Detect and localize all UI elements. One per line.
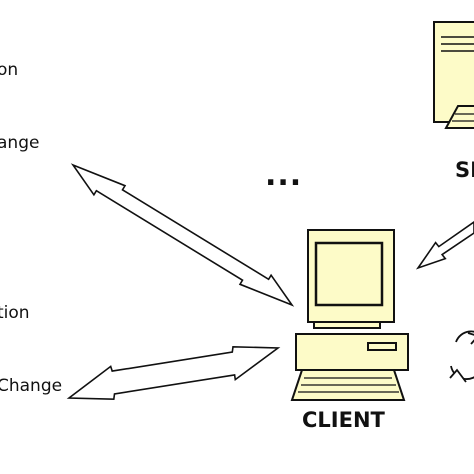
sync-icon — [449, 330, 474, 383]
client-caption: CLIENT — [302, 408, 385, 432]
client-computer-icon — [290, 229, 409, 401]
double-arrow-upper — [70, 163, 295, 307]
double-arrow-lower — [66, 345, 281, 401]
server-arrow — [415, 221, 474, 270]
ellipsis-text: ... — [265, 158, 303, 193]
edge-label-top-1: on — [0, 60, 19, 80]
edge-label-top-2: ange — [0, 133, 40, 153]
server-caption: SE — [455, 158, 474, 182]
server-icon — [433, 21, 474, 129]
edge-label-bottom-1: tion — [0, 303, 30, 323]
edge-label-bottom-2: Change — [0, 376, 63, 396]
